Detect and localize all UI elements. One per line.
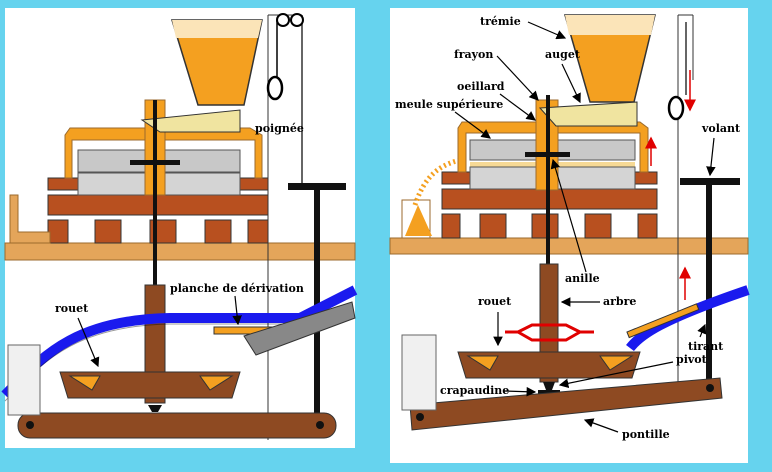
label-frayon: frayon <box>454 48 493 61</box>
right-pontille-beam <box>409 377 723 431</box>
left-spindle <box>153 100 157 290</box>
label-pivot: pivot <box>676 353 708 366</box>
left-handle-ring-icon <box>266 75 284 101</box>
left-panel: poignée planche de dérivation rouet <box>1 8 358 448</box>
label-anille: anille <box>565 272 600 285</box>
left-side-wall <box>7 344 41 416</box>
right-shoe <box>538 101 638 127</box>
label-poignee: poignée <box>255 122 304 135</box>
left-pontille-beam <box>17 412 337 439</box>
right-handle-ring-icon <box>667 95 685 121</box>
left-water-wheel <box>59 371 241 399</box>
right-panel: trémie frayon auget oeillard meule supér… <box>389 8 750 463</box>
label-oeillard: oeillard <box>457 80 505 93</box>
label-meule-superieure: meule supérieure <box>395 98 503 111</box>
left-flour-chute <box>9 194 51 244</box>
left-floor <box>4 242 356 261</box>
rotation-arrow-icon <box>505 323 594 342</box>
left-pulley-icon <box>276 13 290 27</box>
label-crapaudine: crapaudine <box>440 384 509 397</box>
label-tirant: tirant <box>688 340 724 353</box>
label-volant: volant <box>701 122 741 135</box>
right-water-wheel <box>457 351 641 379</box>
label-auget: auget <box>545 48 581 61</box>
label-planche-derivation: planche de dérivation <box>170 282 304 295</box>
label-arbre: arbre <box>603 295 636 308</box>
right-floor <box>389 237 749 255</box>
right-lever-rod <box>706 180 712 392</box>
left-chute-plate <box>243 301 356 356</box>
right-spindle <box>546 95 550 265</box>
label-rouet-right: rouet <box>478 295 512 308</box>
label-pontille: pontille <box>622 428 670 441</box>
label-tremie: trémie <box>480 15 521 28</box>
label-rouet-left: rouet <box>55 302 89 315</box>
